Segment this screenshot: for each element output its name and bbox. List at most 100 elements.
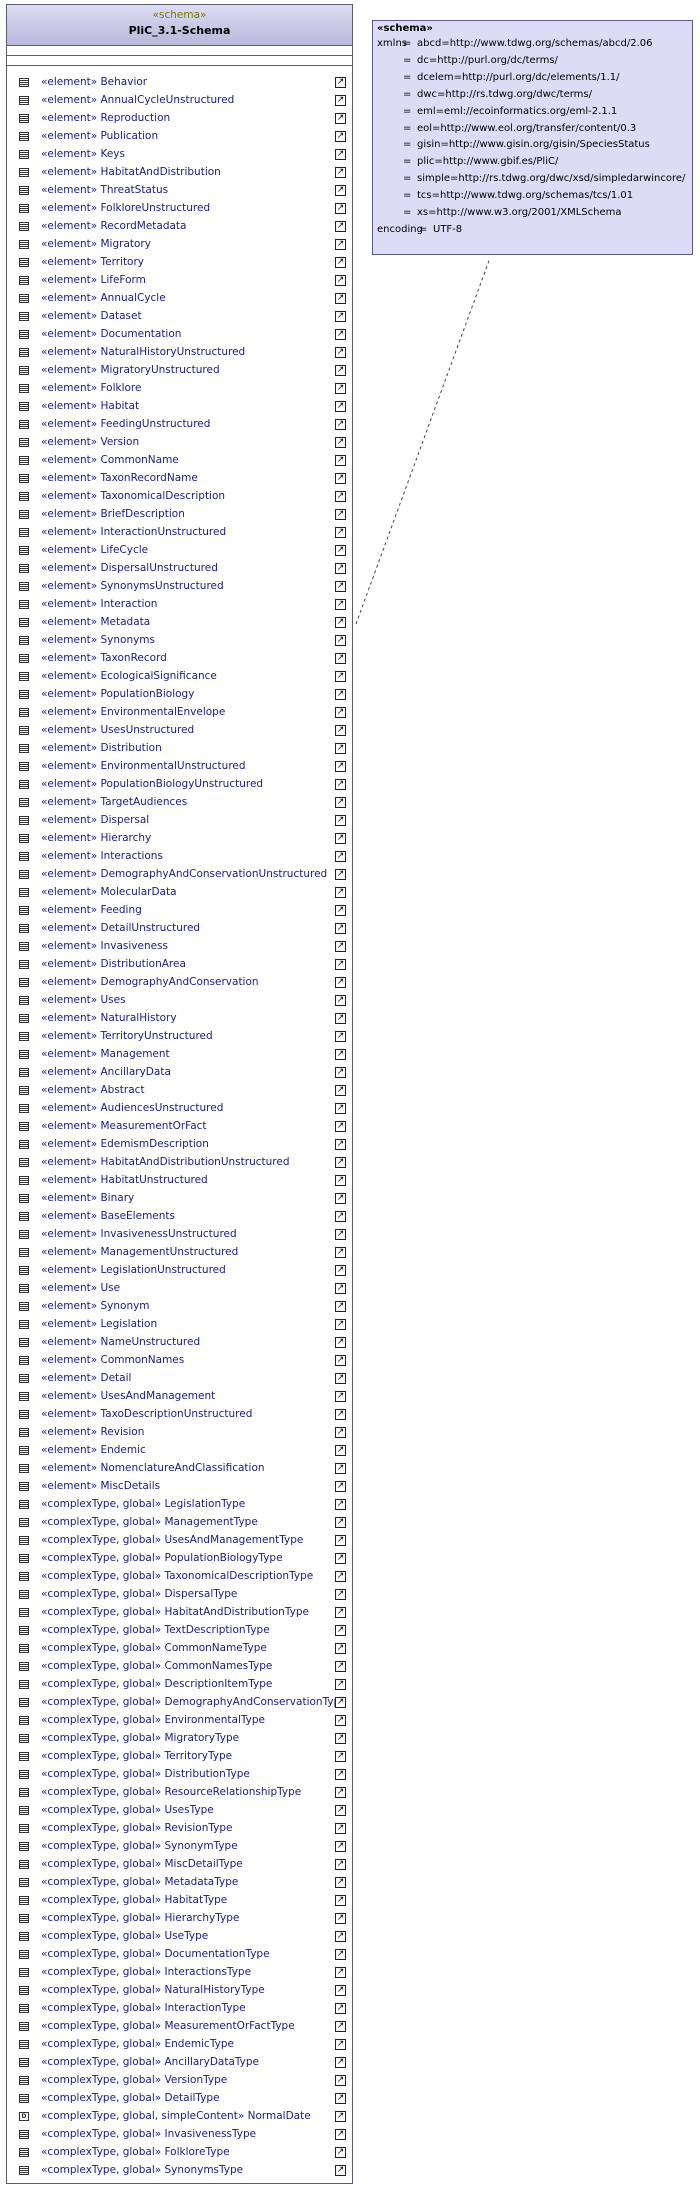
hyperlink-icon[interactable]: ↗ xyxy=(335,1931,346,1942)
member-row[interactable]: «element» EnvironmentalUnstructured↗ xyxy=(7,757,352,775)
member-row[interactable]: «element» Keys↗ xyxy=(7,145,352,163)
hyperlink-icon[interactable]: ↗ xyxy=(335,1949,346,1960)
hyperlink-icon[interactable]: ↗ xyxy=(335,1553,346,1564)
hyperlink-icon[interactable]: ↗ xyxy=(335,1319,346,1330)
hyperlink-icon[interactable]: ↗ xyxy=(335,437,346,448)
hyperlink-icon[interactable]: ↗ xyxy=(335,149,346,160)
hyperlink-icon[interactable]: ↗ xyxy=(335,1697,346,1708)
hyperlink-icon[interactable]: ↗ xyxy=(335,779,346,790)
member-row[interactable]: «element» InvasivenessUnstructured↗ xyxy=(7,1225,352,1243)
member-row[interactable]: «complexType, global» PopulationBiologyT… xyxy=(7,1549,352,1567)
hyperlink-icon[interactable]: ↗ xyxy=(335,347,346,358)
hyperlink-icon[interactable]: ↗ xyxy=(335,2021,346,2032)
member-row[interactable]: «complexType, global» ResourceRelationsh… xyxy=(7,1783,352,1801)
member-row[interactable]: «element» CommonName↗ xyxy=(7,451,352,469)
member-row[interactable]: «element» Management↗ xyxy=(7,1045,352,1063)
member-row[interactable]: «element» AnnualCycleUnstructured↗ xyxy=(7,91,352,109)
hyperlink-icon[interactable]: ↗ xyxy=(335,1985,346,1996)
hyperlink-icon[interactable]: ↗ xyxy=(335,941,346,952)
hyperlink-icon[interactable]: ↗ xyxy=(335,2075,346,2086)
hyperlink-icon[interactable]: ↗ xyxy=(335,2093,346,2104)
member-row[interactable]: «element» Invasiveness↗ xyxy=(7,937,352,955)
member-row[interactable]: «element» FeedingUnstructured↗ xyxy=(7,415,352,433)
member-row[interactable]: «element» Synonyms↗ xyxy=(7,631,352,649)
hyperlink-icon[interactable]: ↗ xyxy=(335,1049,346,1060)
hyperlink-icon[interactable]: ↗ xyxy=(335,1733,346,1744)
hyperlink-icon[interactable]: ↗ xyxy=(335,1373,346,1384)
member-row[interactable]: «complexType, global» EnvironmentalType↗ xyxy=(7,1711,352,1729)
schema-class-box[interactable]: «schema» PliC_3.1-Schema «element» Behav… xyxy=(6,4,353,2184)
hyperlink-icon[interactable]: ↗ xyxy=(335,1211,346,1222)
hyperlink-icon[interactable]: ↗ xyxy=(335,725,346,736)
member-row[interactable]: «element» Habitat↗ xyxy=(7,397,352,415)
member-row[interactable]: «complexType, global» CommonNamesType↗ xyxy=(7,1657,352,1675)
hyperlink-icon[interactable]: ↗ xyxy=(335,2039,346,2050)
hyperlink-icon[interactable]: ↗ xyxy=(335,203,346,214)
member-row[interactable]: «element» AncillaryData↗ xyxy=(7,1063,352,1081)
member-row[interactable]: «complexType, global» HabitatType↗ xyxy=(7,1891,352,1909)
member-row[interactable]: «element» Folklore↗ xyxy=(7,379,352,397)
hyperlink-icon[interactable]: ↗ xyxy=(335,2057,346,2068)
hyperlink-icon[interactable]: ↗ xyxy=(335,851,346,862)
member-row[interactable]: «element» Hierarchy↗ xyxy=(7,829,352,847)
hyperlink-icon[interactable]: ↗ xyxy=(335,1175,346,1186)
member-row[interactable]: «element» EdemismDescription↗ xyxy=(7,1135,352,1153)
member-row[interactable]: «element» BaseElements↗ xyxy=(7,1207,352,1225)
hyperlink-icon[interactable]: ↗ xyxy=(335,1517,346,1528)
hyperlink-icon[interactable]: ↗ xyxy=(335,1643,346,1654)
member-row[interactable]: «element» Version↗ xyxy=(7,433,352,451)
hyperlink-icon[interactable]: ↗ xyxy=(335,869,346,880)
hyperlink-icon[interactable]: ↗ xyxy=(335,689,346,700)
hyperlink-icon[interactable]: ↗ xyxy=(335,257,346,268)
hyperlink-icon[interactable]: ↗ xyxy=(335,473,346,484)
hyperlink-icon[interactable]: ↗ xyxy=(335,1895,346,1906)
hyperlink-icon[interactable]: ↗ xyxy=(335,977,346,988)
hyperlink-icon[interactable]: ↗ xyxy=(335,1913,346,1924)
hyperlink-icon[interactable]: ↗ xyxy=(335,1337,346,1348)
member-row[interactable]: «element» UsesUnstructured↗ xyxy=(7,721,352,739)
hyperlink-icon[interactable]: ↗ xyxy=(335,905,346,916)
hyperlink-icon[interactable]: ↗ xyxy=(335,2111,346,2122)
member-row[interactable]: «element» Revision↗ xyxy=(7,1423,352,1441)
hyperlink-icon[interactable]: ↗ xyxy=(335,1301,346,1312)
hyperlink-icon[interactable]: ↗ xyxy=(335,833,346,844)
hyperlink-icon[interactable]: ↗ xyxy=(335,1499,346,1510)
hyperlink-icon[interactable]: ↗ xyxy=(335,1247,346,1258)
hyperlink-icon[interactable]: ↗ xyxy=(335,1265,346,1276)
hyperlink-icon[interactable]: ↗ xyxy=(335,1841,346,1852)
hyperlink-icon[interactable]: ↗ xyxy=(335,113,346,124)
member-row[interactable]: «element» MeasurementOrFact↗ xyxy=(7,1117,352,1135)
member-row[interactable]: «complexType, global» DescriptionItemTyp… xyxy=(7,1675,352,1693)
hyperlink-icon[interactable]: ↗ xyxy=(335,1229,346,1240)
hyperlink-icon[interactable]: ↗ xyxy=(335,1967,346,1978)
hyperlink-icon[interactable]: ↗ xyxy=(335,1121,346,1132)
hyperlink-icon[interactable]: ↗ xyxy=(335,1031,346,1042)
member-row[interactable]: «element» Legislation↗ xyxy=(7,1315,352,1333)
hyperlink-icon[interactable]: ↗ xyxy=(335,527,346,538)
member-row[interactable]: «element» Dispersal↗ xyxy=(7,811,352,829)
member-row[interactable]: «element» Metadata↗ xyxy=(7,613,352,631)
hyperlink-icon[interactable]: ↗ xyxy=(335,491,346,502)
member-row[interactable]: «element» Endemic↗ xyxy=(7,1441,352,1459)
member-row[interactable]: «element» MigratoryUnstructured↗ xyxy=(7,361,352,379)
member-row[interactable]: «complexType, global» HierarchyType↗ xyxy=(7,1909,352,1927)
member-row[interactable]: «complexType, global» MiscDetailType↗ xyxy=(7,1855,352,1873)
hyperlink-icon[interactable]: ↗ xyxy=(335,1535,346,1546)
member-row[interactable]: «complexType, global» InteractionType↗ xyxy=(7,1999,352,2017)
hyperlink-icon[interactable]: ↗ xyxy=(335,311,346,322)
member-row[interactable]: «element» TaxonRecord↗ xyxy=(7,649,352,667)
hyperlink-icon[interactable]: ↗ xyxy=(335,2165,346,2176)
hyperlink-icon[interactable]: ↗ xyxy=(335,1715,346,1726)
hyperlink-icon[interactable]: ↗ xyxy=(335,221,346,232)
member-row[interactable]: «complexType, global» DocumentationType↗ xyxy=(7,1945,352,1963)
hyperlink-icon[interactable]: ↗ xyxy=(335,2129,346,2140)
hyperlink-icon[interactable]: ↗ xyxy=(335,707,346,718)
member-row[interactable]: «element» MolecularData↗ xyxy=(7,883,352,901)
hyperlink-icon[interactable]: ↗ xyxy=(335,743,346,754)
hyperlink-icon[interactable]: ↗ xyxy=(335,167,346,178)
member-row[interactable]: «element» Interactions↗ xyxy=(7,847,352,865)
member-row[interactable]: «element» LifeCycle↗ xyxy=(7,541,352,559)
member-row[interactable]: «element» Uses↗ xyxy=(7,991,352,1009)
member-row[interactable]: «complexType, global» InvasivenessType↗ xyxy=(7,2125,352,2143)
hyperlink-icon[interactable]: ↗ xyxy=(335,1427,346,1438)
